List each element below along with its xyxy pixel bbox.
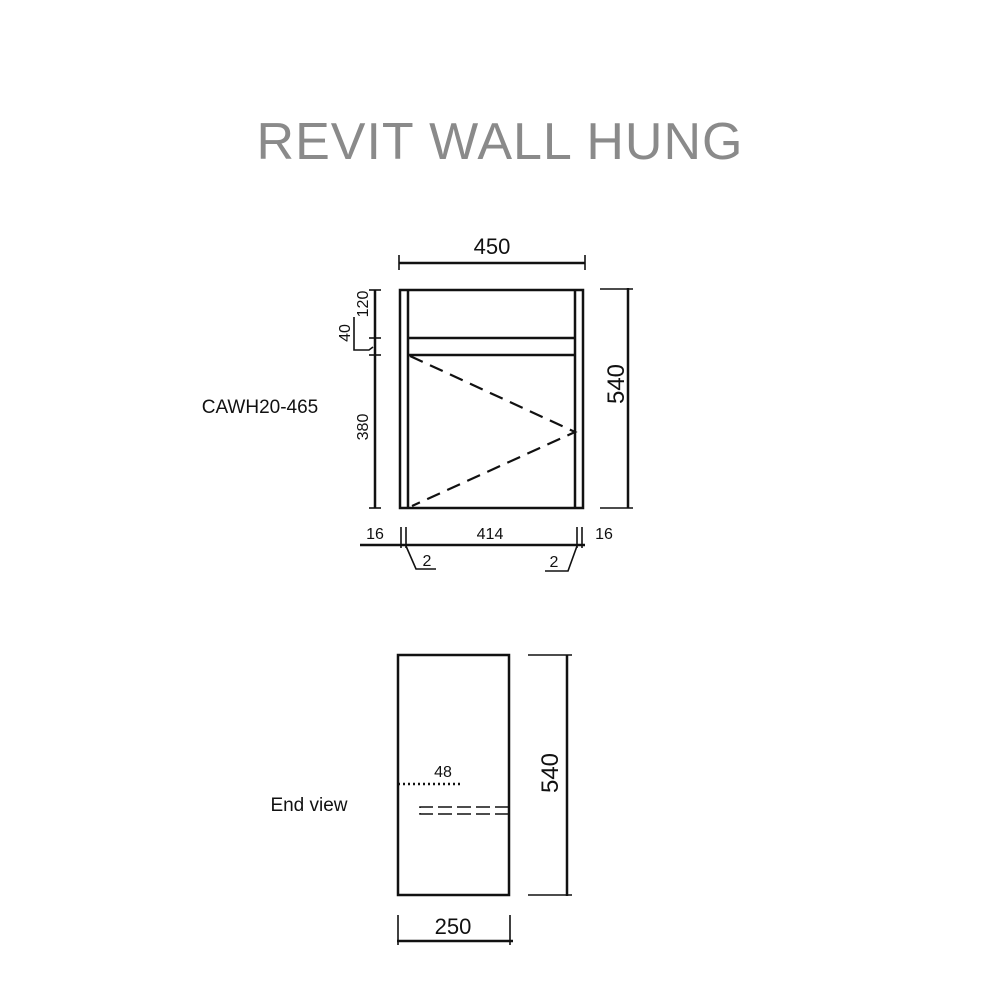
height-dimension: 540 [603, 364, 630, 404]
side-left-dimension: 16 [366, 526, 384, 543]
gap-right-leader [545, 545, 578, 572]
rail-dimension: 40 [337, 324, 354, 342]
handle-slot [419, 806, 509, 815]
cabinet-outline [398, 288, 585, 510]
front-view: 450 540 120 40 380 16 414 16 2 2 CAWH20-… [202, 234, 633, 572]
top-section-dimension: 120 [355, 291, 372, 318]
gap-right-dimension: 2 [550, 554, 559, 571]
model-label: CAWH20-465 [202, 397, 319, 418]
side-right-dimension: 16 [595, 526, 613, 543]
end-height-dimension: 540 [537, 753, 564, 793]
drawing-title: REVIT WALL HUNG [256, 113, 744, 171]
depth-dimension: 250 [435, 914, 472, 939]
handle-offset-dimension: 48 [434, 764, 452, 781]
end-view-label: End view [270, 795, 347, 816]
width-dimension: 450 [474, 234, 511, 259]
door-swing-indicator [409, 355, 578, 508]
door-dimension: 380 [355, 414, 372, 441]
gap-left-dimension: 2 [423, 553, 432, 570]
gap-left-leader [405, 545, 436, 570]
end-view-outline [396, 653, 511, 897]
end-view: 48 540 250 End view [270, 653, 572, 945]
rail-leader [353, 317, 374, 351]
inner-width-dimension: 414 [477, 526, 504, 543]
